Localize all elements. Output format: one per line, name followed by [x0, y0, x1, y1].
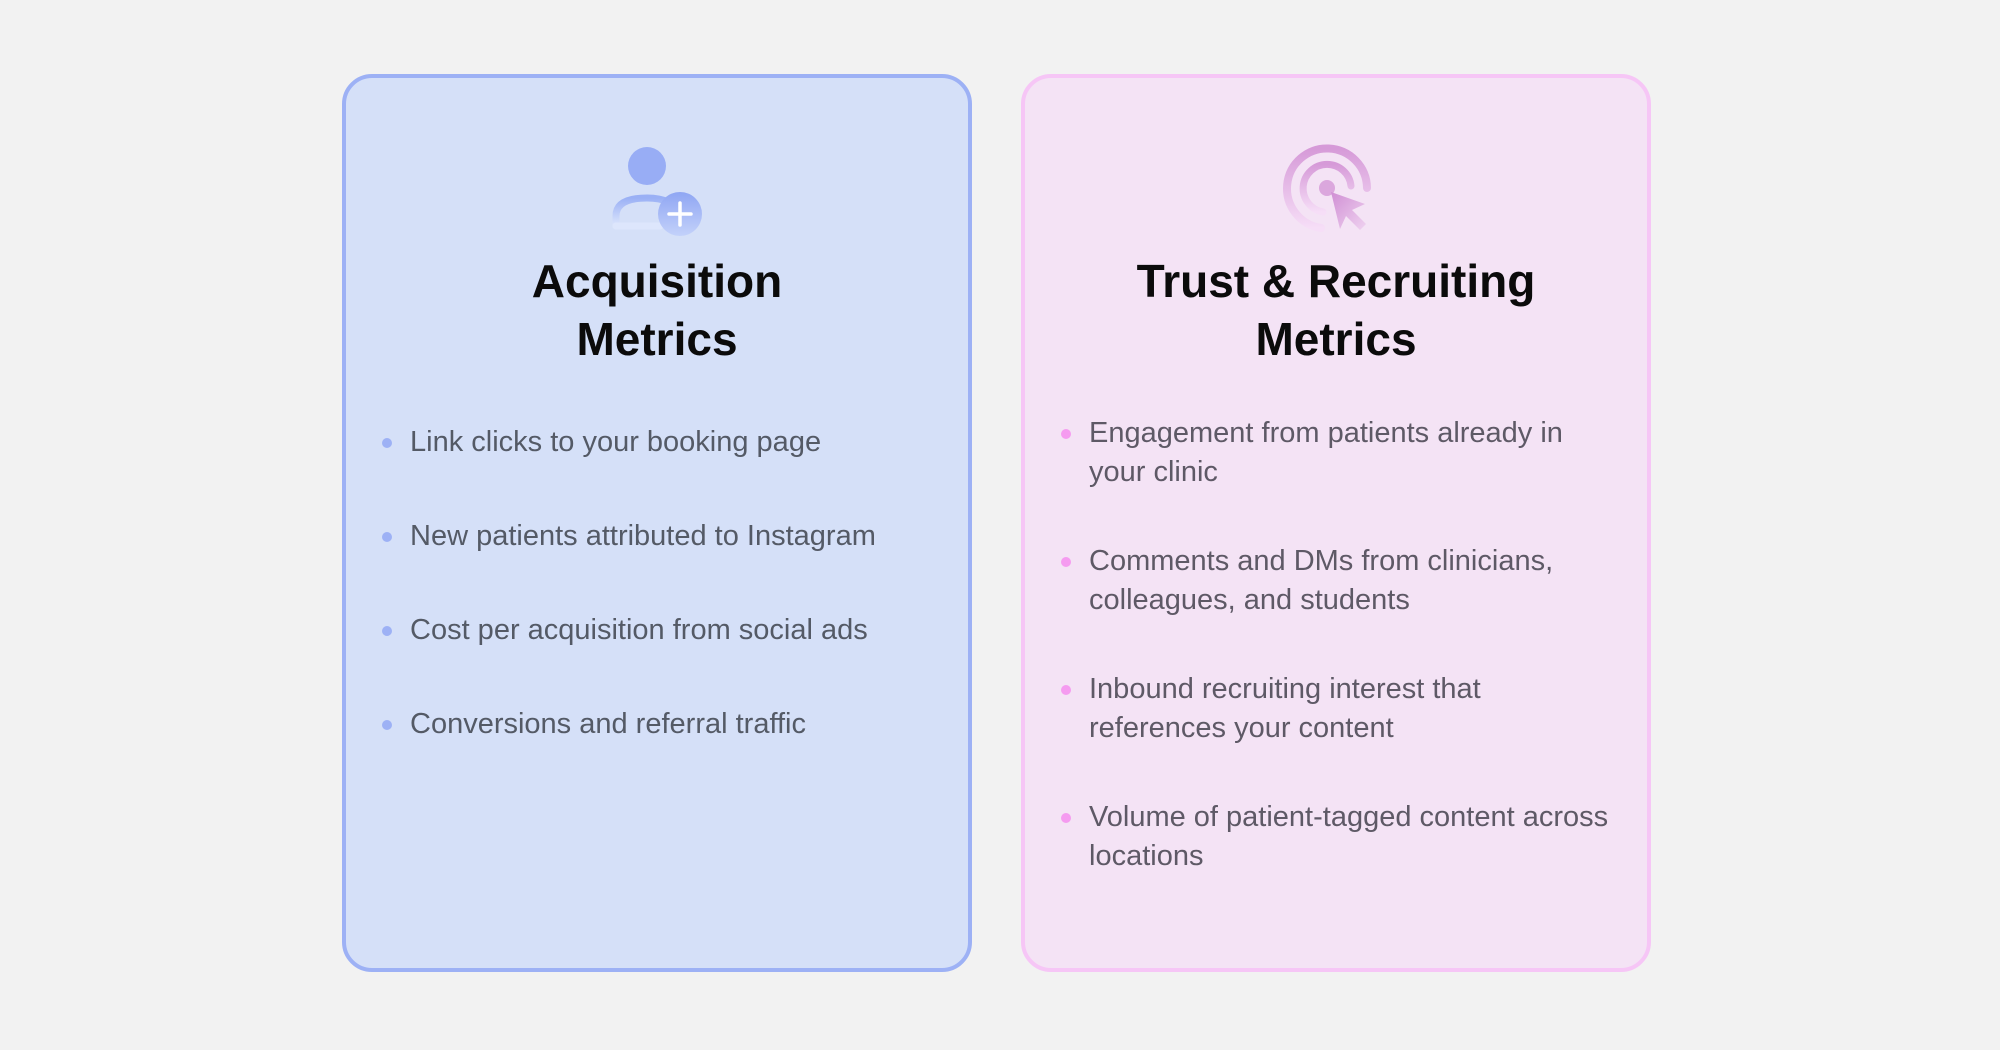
list-item-text: Cost per acquisition from social ads — [410, 614, 868, 646]
trust-recruiting-metrics-card: Trust & Recruiting Metrics Engagement fr… — [1021, 74, 1651, 972]
list-item: Comments and DMs from clinicians, collea… — [1061, 542, 1611, 620]
card-title-line: Trust & Recruiting — [1136, 255, 1536, 307]
list-item: Conversions and referral traffic — [382, 705, 932, 744]
bullet-icon — [382, 626, 392, 636]
card-title-line: Metrics — [1255, 313, 1417, 365]
bullet-icon — [382, 532, 392, 542]
bullet-icon — [1061, 813, 1071, 823]
user-plus-icon — [602, 142, 712, 242]
list-item-text: Inbound recruiting interest that referen… — [1089, 673, 1481, 744]
list-item: New patients attributed to Instagram — [382, 517, 932, 556]
card-title: Trust & Recruiting Metrics — [1025, 252, 1647, 368]
list-item: Link clicks to your booking page — [382, 423, 932, 462]
bullet-icon — [1061, 685, 1071, 695]
bullet-icon — [1061, 557, 1071, 567]
list-item-text: Comments and DMs from clinicians, collea… — [1089, 545, 1554, 616]
acquisition-metrics-card: Acquisition Metrics Link clicks to your … — [342, 74, 972, 972]
list-item-text: New patients attributed to Instagram — [410, 520, 876, 552]
target-cursor-icon — [1281, 142, 1391, 242]
bullet-icon — [382, 438, 392, 448]
list-item-text: Volume of patient-tagged content across … — [1089, 801, 1609, 872]
list-item: Engagement from patients already in your… — [1061, 414, 1611, 492]
list-item-text: Link clicks to your booking page — [410, 426, 822, 458]
list-item: Inbound recruiting interest that referen… — [1061, 670, 1611, 748]
list-item: Volume of patient-tagged content across … — [1061, 798, 1611, 876]
bullet-icon — [1061, 429, 1071, 439]
card-title-line: Metrics — [576, 313, 738, 365]
list-item-text: Conversions and referral traffic — [410, 708, 806, 740]
card-title: Acquisition Metrics — [346, 252, 968, 368]
bullet-icon — [382, 720, 392, 730]
list-item: Cost per acquisition from social ads — [382, 611, 932, 650]
card-title-line: Acquisition — [531, 255, 783, 307]
list-item-text: Engagement from patients already in your… — [1089, 417, 1563, 488]
